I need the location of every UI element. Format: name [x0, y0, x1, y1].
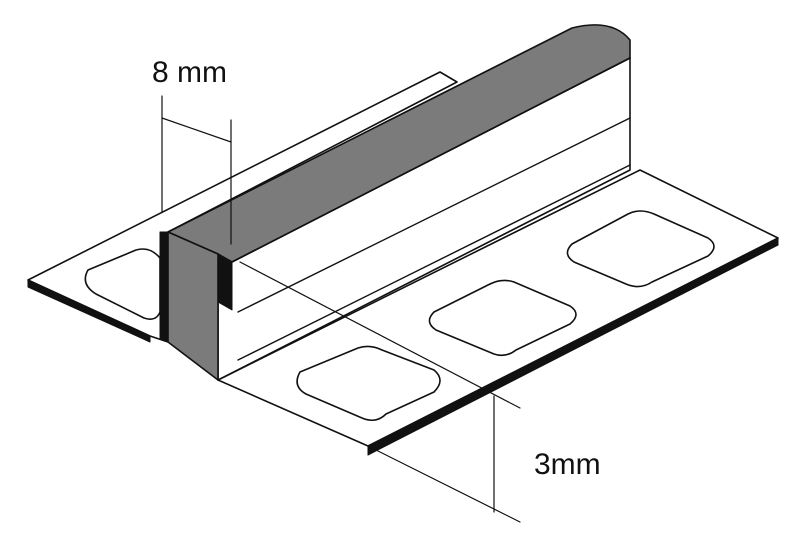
dimension-height — [239, 261, 521, 523]
joint-width-label: 8 mm — [152, 56, 227, 89]
grey-insert-front — [167, 231, 219, 381]
dimension-joint-width — [161, 95, 232, 245]
flange-hole-1 — [296, 345, 441, 422]
flange-hole-3 — [566, 210, 715, 288]
flange-hole-2 — [428, 279, 577, 357]
insert-rim-left — [159, 231, 169, 343]
left-flange-edge — [27, 279, 151, 343]
height-label: 3mm — [534, 448, 601, 481]
left-flange-hole — [84, 248, 161, 320]
insert-edge-top — [231, 57, 631, 263]
insert-rim-right — [217, 253, 233, 311]
right-flange-edge — [367, 237, 779, 456]
